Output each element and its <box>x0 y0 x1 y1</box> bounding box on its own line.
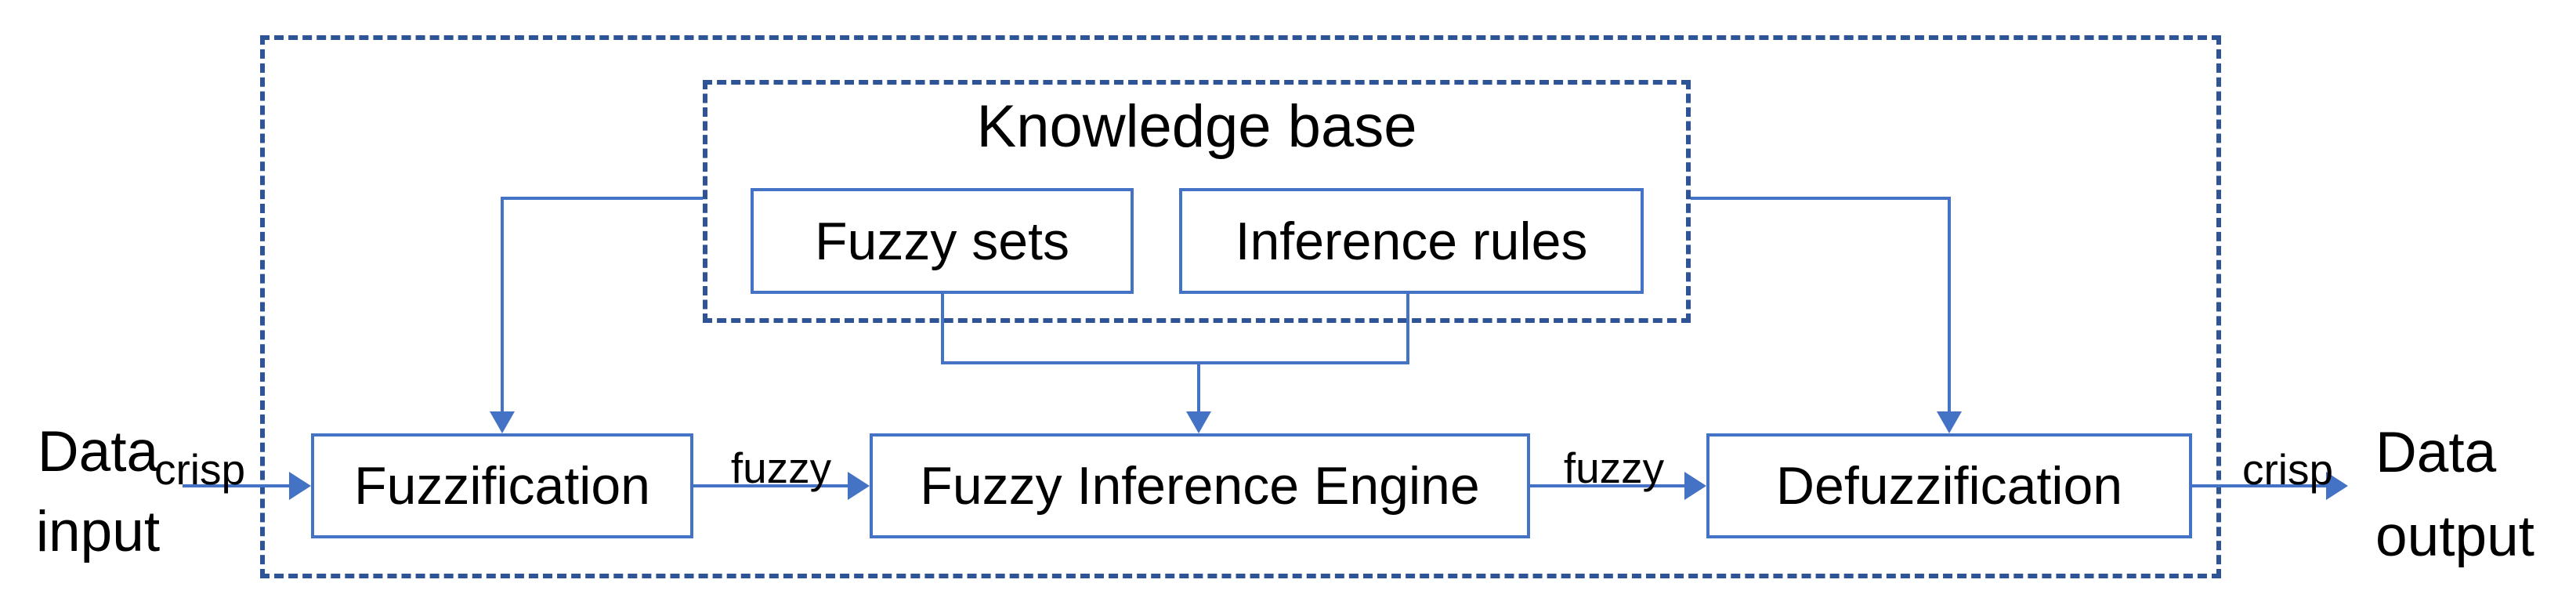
connector-fuzzy-sets-drop <box>941 294 944 364</box>
arrowhead-kb-to-fuzzification <box>490 411 515 433</box>
arrowhead-into-engine <box>848 472 870 500</box>
defuzzification-box: Defuzzification <box>1706 433 2192 538</box>
arrowhead-into-defuzzification <box>1684 472 1706 500</box>
arrowhead-kb-to-defuzzification <box>1937 411 1962 433</box>
data-input-line1: Data <box>37 420 159 484</box>
fuzzy-inference-engine-box: Fuzzy Inference Engine <box>870 433 1530 538</box>
fuzzification-label: Fuzzification <box>354 456 650 516</box>
connector-merge-horizontal <box>941 361 1409 364</box>
data-input-label: Data input <box>4 412 192 572</box>
knowledge-base-dashed-box <box>703 80 1691 323</box>
data-input-line2: input <box>35 500 161 564</box>
crisp-output-label: crisp <box>2241 445 2334 494</box>
data-output-line2: output <box>2375 505 2534 569</box>
connector-engine-to-defuzzification <box>1530 484 1684 487</box>
inference-rules-label: Inference rules <box>1235 211 1588 271</box>
connector-kb-to-defuzzification-horizontal <box>1691 197 1951 200</box>
fuzzification-box: Fuzzification <box>311 433 693 538</box>
fuzzy-sets-box: Fuzzy sets <box>751 188 1134 294</box>
fuzzy-sets-label: Fuzzy sets <box>815 211 1069 271</box>
defuzzification-label: Defuzzification <box>1775 456 2123 516</box>
connector-kb-to-fuzzification-horizontal <box>502 197 703 200</box>
connector-kb-to-fuzzification-vertical <box>501 197 504 413</box>
data-output-line1: Data <box>2375 421 2497 484</box>
data-output-label: Data output <box>2375 411 2576 579</box>
connector-input-line <box>183 484 289 487</box>
connector-merge-to-engine <box>1197 361 1200 413</box>
crisp-input-label: crisp <box>154 445 246 494</box>
fuzzy-label-2: fuzzy <box>1563 444 1665 492</box>
connector-fuzzification-to-engine <box>693 484 848 487</box>
arrowhead-output <box>2326 472 2348 500</box>
system-boundary-dashed-box <box>260 35 2221 578</box>
fuzzy-inference-engine-label: Fuzzy Inference Engine <box>920 456 1480 516</box>
knowledge-base-title: Knowledge base <box>976 93 1417 160</box>
fuzzy-label-1: fuzzy <box>730 444 832 492</box>
connector-output-line <box>2192 484 2326 487</box>
connector-inference-rules-drop <box>1406 294 1409 364</box>
arrowhead-into-engine-top <box>1186 411 1211 433</box>
arrowhead-into-fuzzification <box>289 472 311 500</box>
connector-kb-to-defuzzification-vertical <box>1948 197 1951 413</box>
inference-rules-box: Inference rules <box>1179 188 1644 294</box>
